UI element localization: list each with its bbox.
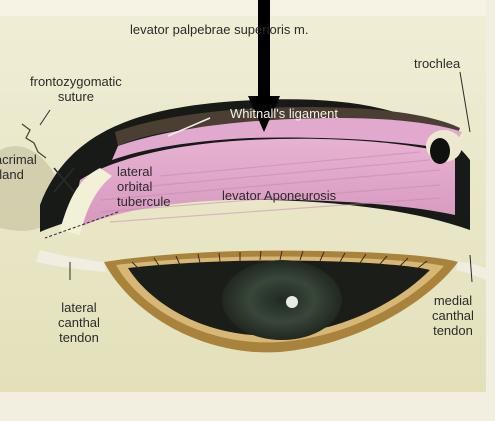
label-levator-palpebrae: levator palpebrae superioris m.	[130, 22, 308, 37]
label-lateral-canthal-tendon: lateral canthal tendon	[58, 300, 100, 345]
label-trochlea: trochlea	[414, 56, 460, 71]
label-levator-aponeurosis: levator Aponeurosis	[222, 188, 336, 203]
label-whitnalls-ligament: Whitnall's ligament	[230, 106, 338, 121]
iris	[222, 260, 342, 340]
pointer-arrow-shaft	[258, 0, 270, 98]
trochlea-canal	[430, 138, 450, 164]
top-border	[0, 0, 495, 16]
bottom-strip	[0, 392, 495, 421]
label-lacrimal-gland: lacrimal gland	[0, 152, 37, 182]
pupil-highlight	[286, 296, 298, 308]
right-border	[486, 0, 495, 421]
label-lateral-orbital-tubercule: lateral orbital tubercule	[117, 164, 170, 209]
label-medial-canthal-tendon: medial canthal tendon	[432, 293, 474, 338]
label-frontozygomatic-suture: frontozygomatic suture	[30, 74, 122, 104]
